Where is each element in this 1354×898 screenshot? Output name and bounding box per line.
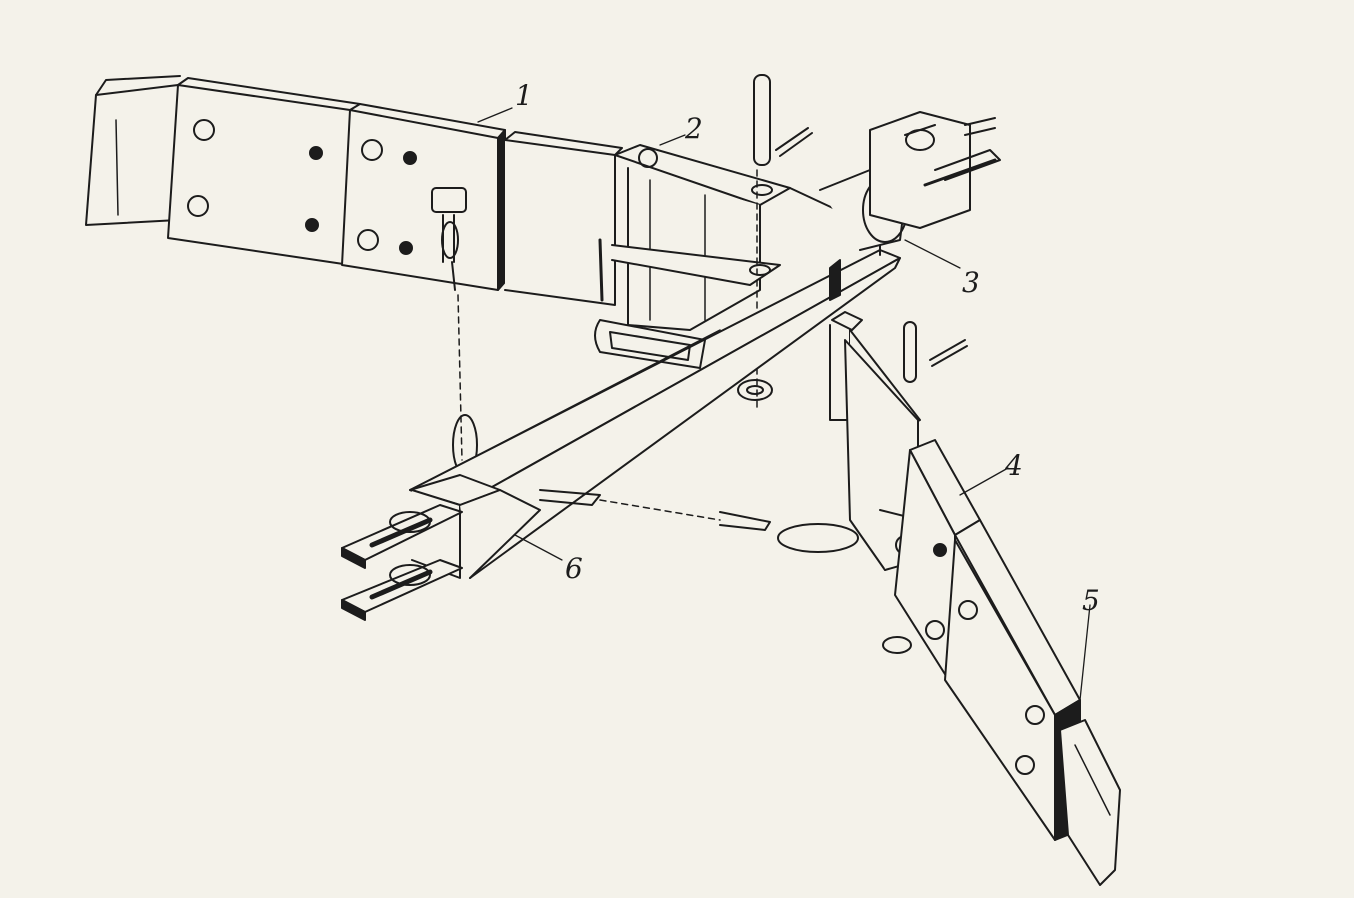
callout-label-4: 4 [1004,449,1023,482]
bottom-bracket [341,474,541,621]
callout-label-3: 3 [962,266,980,299]
callout-label-5: 5 [1082,584,1100,617]
hub-connector [819,111,1001,251]
center-bracket [611,74,813,411]
callout-label-2: 2 [684,112,703,145]
main-cross-beam [409,187,901,579]
lower-chain [539,489,859,553]
right-descending-beam [894,439,1121,886]
leader-lines [477,107,1091,701]
callout-label-6: 6 [565,552,583,585]
left-beam [85,75,623,306]
callout-label-1: 1 [515,79,533,112]
